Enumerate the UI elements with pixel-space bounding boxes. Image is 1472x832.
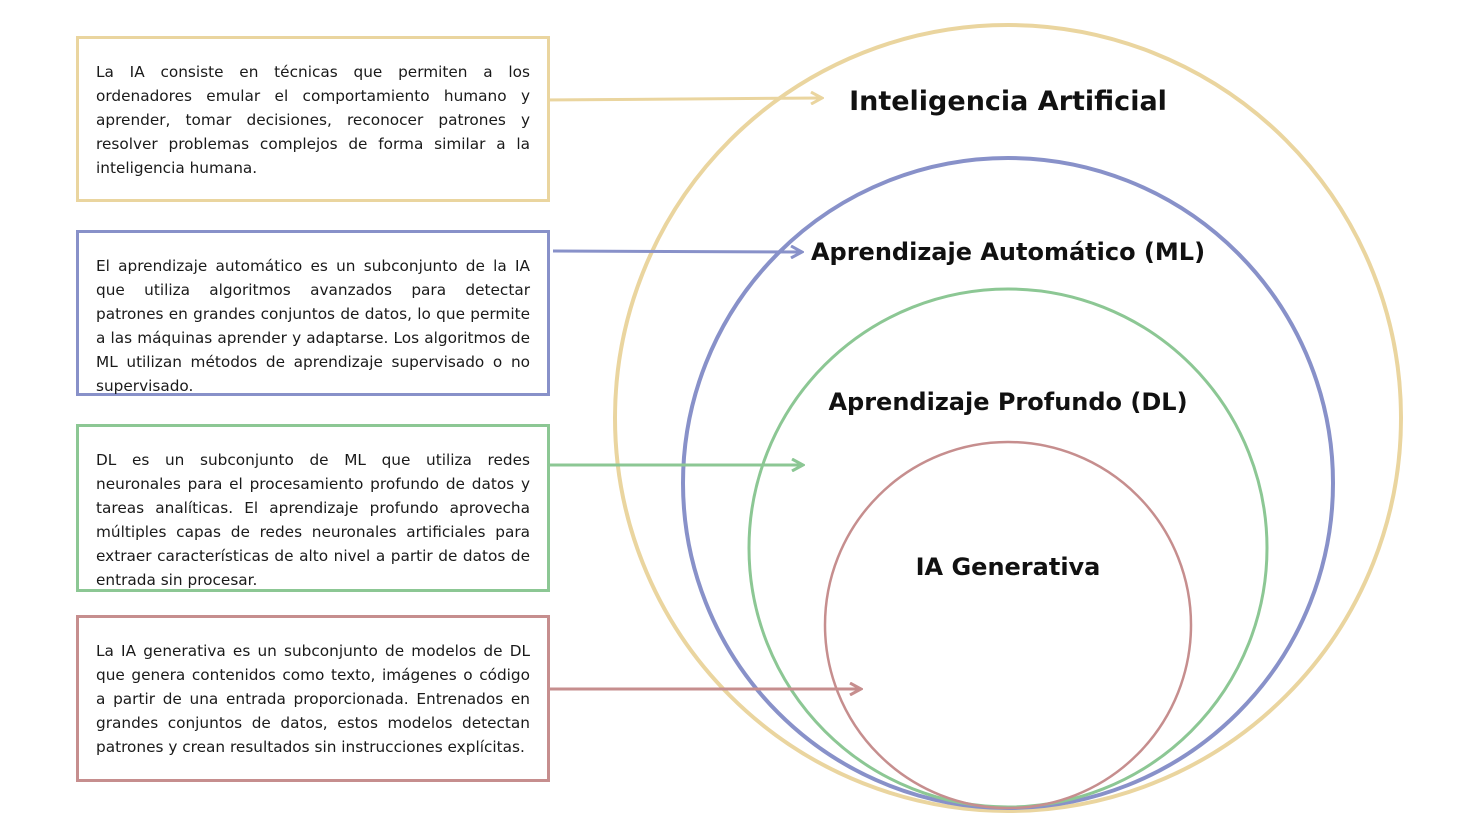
label-dl: Aprendizaje Profundo (DL) <box>828 388 1187 416</box>
description-box-gen: La IA generativa es un subconjunto de mo… <box>76 615 550 782</box>
label-ml: Aprendizaje Automático (ML) <box>811 238 1205 266</box>
circle-ai <box>613 23 1403 813</box>
arrow-ml <box>552 251 802 252</box>
description-ai: La IA consiste en técnicas que permiten … <box>96 63 530 177</box>
circle-gen <box>823 440 1193 810</box>
description-box-dl: DL es un subconjunto de ML que utiliza r… <box>76 424 550 592</box>
label-gen: IA Generativa <box>916 553 1101 581</box>
description-box-ai: La IA consiste en técnicas que permiten … <box>76 36 550 202</box>
label-ai: Inteligencia Artificial <box>849 86 1167 117</box>
description-box-ml: El aprendizaje automático es un subconju… <box>76 230 550 396</box>
description-dl: DL es un subconjunto de ML que utiliza r… <box>96 451 530 589</box>
description-ml: El aprendizaje automático es un subconju… <box>96 257 530 395</box>
circle-dl <box>747 287 1269 809</box>
arrow-ai <box>539 98 822 100</box>
description-gen: La IA generativa es un subconjunto de mo… <box>96 642 530 756</box>
